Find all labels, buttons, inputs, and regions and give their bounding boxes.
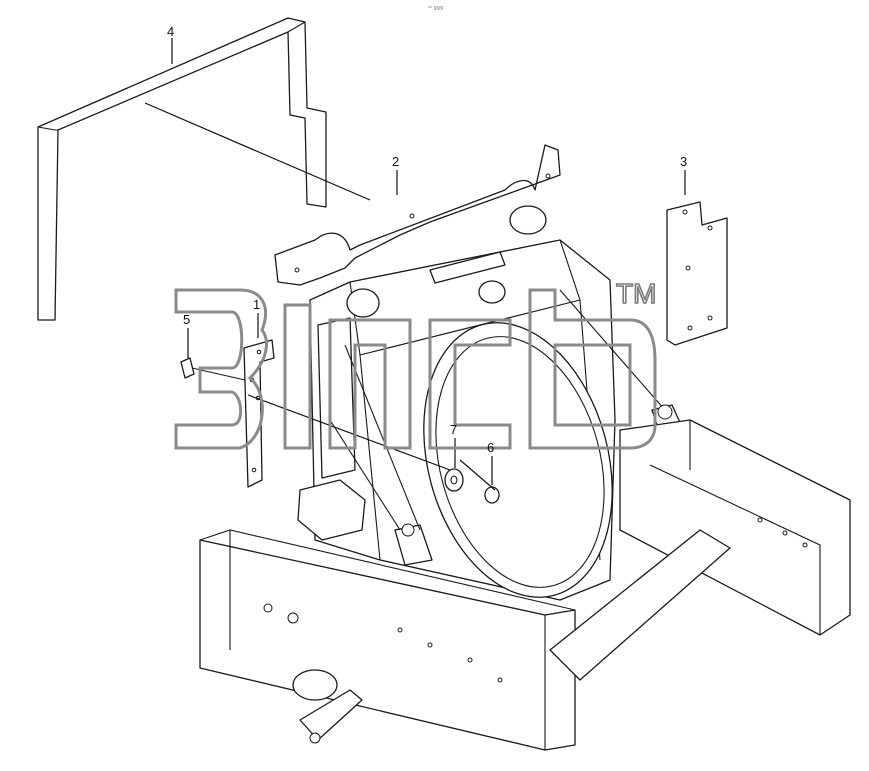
radiator-assembly xyxy=(309,205,616,601)
part-6-nut xyxy=(484,486,500,504)
part-3-side-plate xyxy=(666,201,728,346)
callout-2: 2 xyxy=(392,154,399,169)
callout-4: 4 xyxy=(167,24,174,39)
callout-7: 7 xyxy=(450,422,457,437)
callout-6: 6 xyxy=(487,440,494,455)
left-mount-bracket xyxy=(297,317,421,541)
callout-3: 3 xyxy=(680,154,687,169)
callout-5: 5 xyxy=(183,312,190,327)
front-crossmember xyxy=(199,529,576,751)
right-frame-rail xyxy=(619,419,851,636)
callout-1: 1 xyxy=(253,297,260,312)
part-2-shroud-panel xyxy=(274,144,561,286)
part-4-cover xyxy=(37,17,327,321)
leader-lines xyxy=(144,38,686,491)
part-7-washer xyxy=(444,468,464,492)
lower-tube-and-hitch xyxy=(292,529,731,744)
watermark-tm: TM xyxy=(616,278,656,309)
header-code: ⁰⁰ 999 xyxy=(428,6,443,12)
watermark-logo: TM xyxy=(174,277,657,450)
part-1-bracket-plate xyxy=(243,339,275,488)
